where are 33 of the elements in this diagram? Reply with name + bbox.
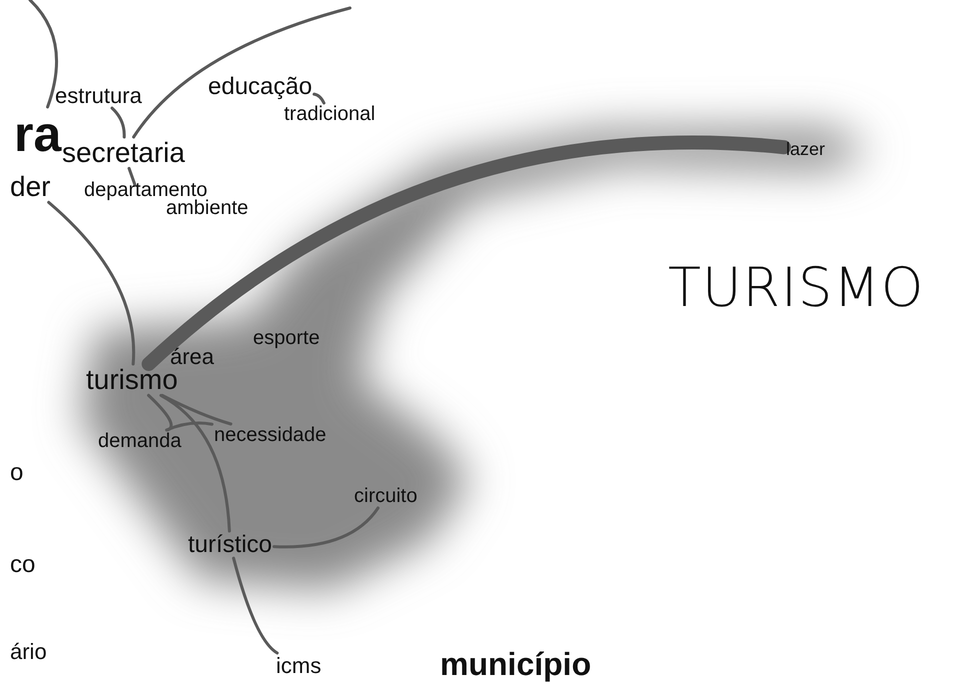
connector-line: [47, 200, 136, 366]
connector-line: [272, 506, 380, 548]
word-fragment: co: [10, 552, 36, 578]
cluster-title: TURISMO: [668, 256, 924, 319]
connector-line: [312, 92, 326, 104]
connector-line: [28, 0, 58, 108]
word-label: departamento: [84, 180, 208, 201]
word-label: necessidade: [214, 425, 326, 446]
word-fragment: o: [10, 460, 24, 486]
word-label: estrutura: [55, 84, 142, 108]
connector-line: [232, 556, 279, 654]
word-label: ambiente: [166, 198, 248, 219]
connector-line: [147, 394, 173, 432]
connector-line: [110, 106, 126, 138]
word-label: esporte: [253, 328, 320, 349]
connector-line: [160, 394, 232, 426]
connector-line: [142, 136, 791, 371]
word-label: icms: [276, 654, 322, 678]
word-fragment: ário: [10, 640, 47, 664]
word-label: circuito: [354, 486, 418, 507]
connector-line: [128, 166, 136, 186]
word-label: ra: [14, 108, 62, 160]
word-label: secretaria: [62, 138, 185, 168]
word-label: educação: [208, 74, 312, 100]
connector-line: [165, 422, 214, 432]
connector-line: [159, 394, 231, 532]
word-label: município: [440, 648, 592, 682]
connector-line: [132, 6, 352, 138]
word-label: lazer: [786, 140, 826, 159]
word-label: demanda: [98, 431, 182, 452]
word-label: tradicional: [284, 104, 376, 125]
word-label: der: [10, 172, 50, 202]
word-label: turístico: [188, 532, 272, 558]
